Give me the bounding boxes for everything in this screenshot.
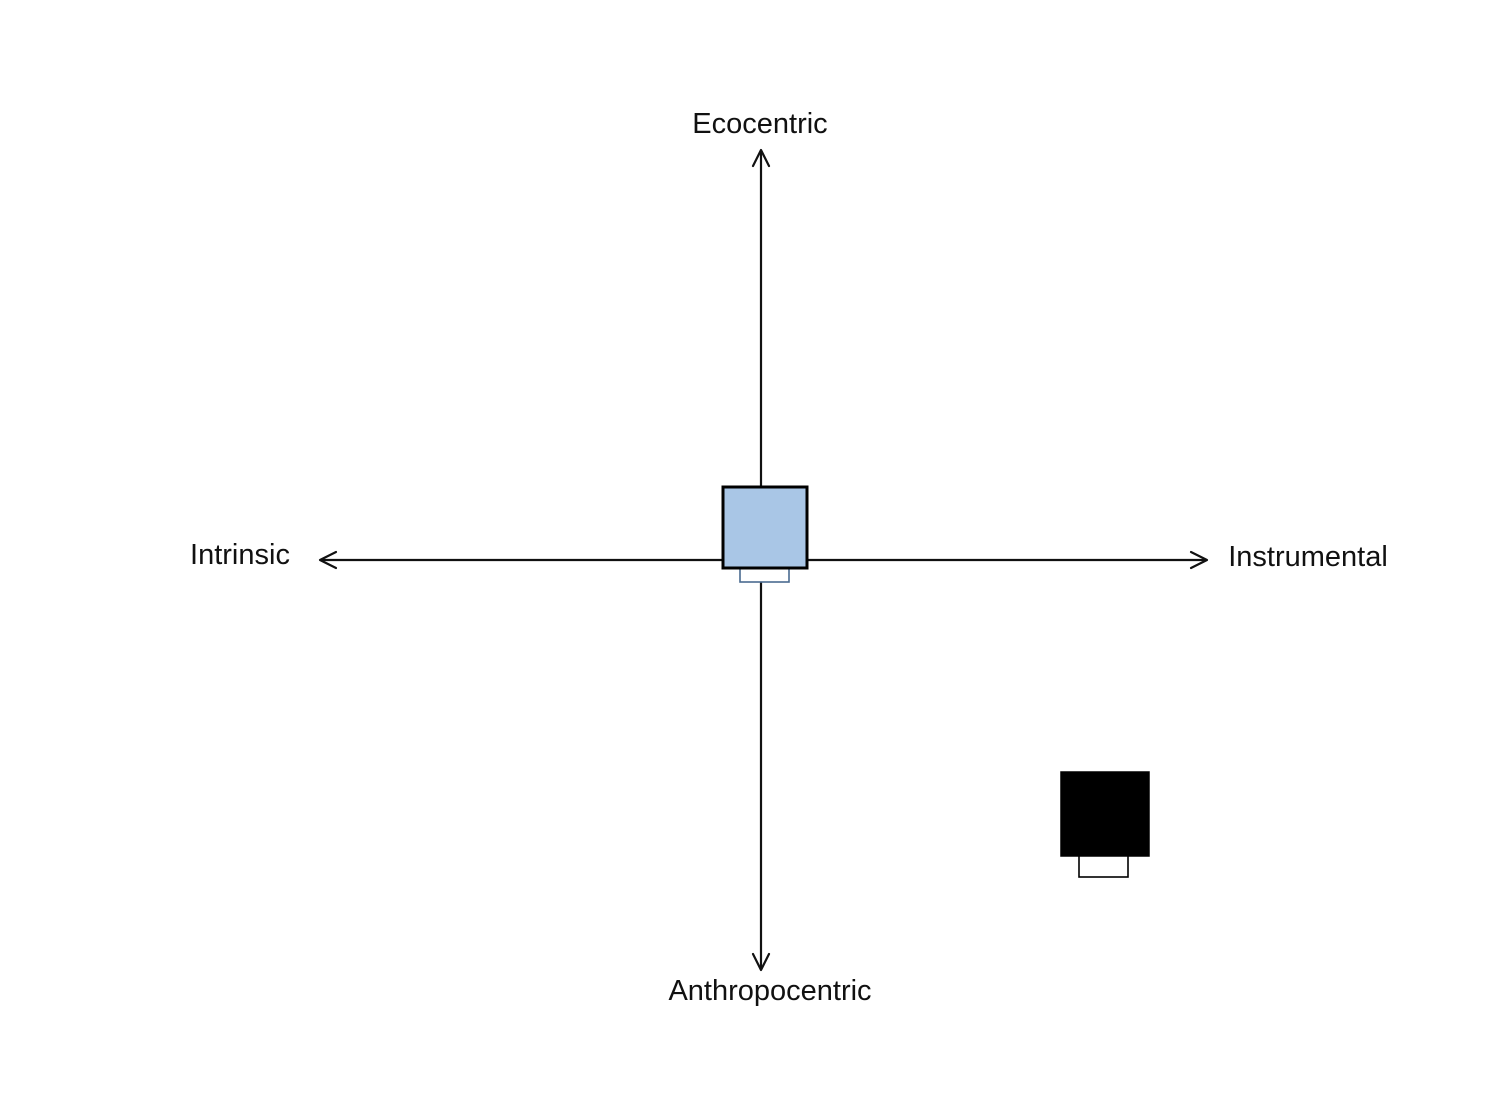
arrowhead-left [318,550,338,570]
center-marker [721,485,809,583]
label-anthropocentric: Anthropocentric [668,975,871,1007]
arrowhead-up [751,148,771,168]
arrowhead-right [1189,550,1209,570]
center-marker-box [721,485,809,570]
label-instrumental: Instrumental [1228,541,1388,573]
arrowhead-down [751,952,771,972]
corner-marker [1060,771,1150,878]
label-intrinsic: Intrinsic [190,539,290,571]
label-ecocentric: Ecocentric [692,108,827,140]
corner-marker-box [1060,771,1150,857]
